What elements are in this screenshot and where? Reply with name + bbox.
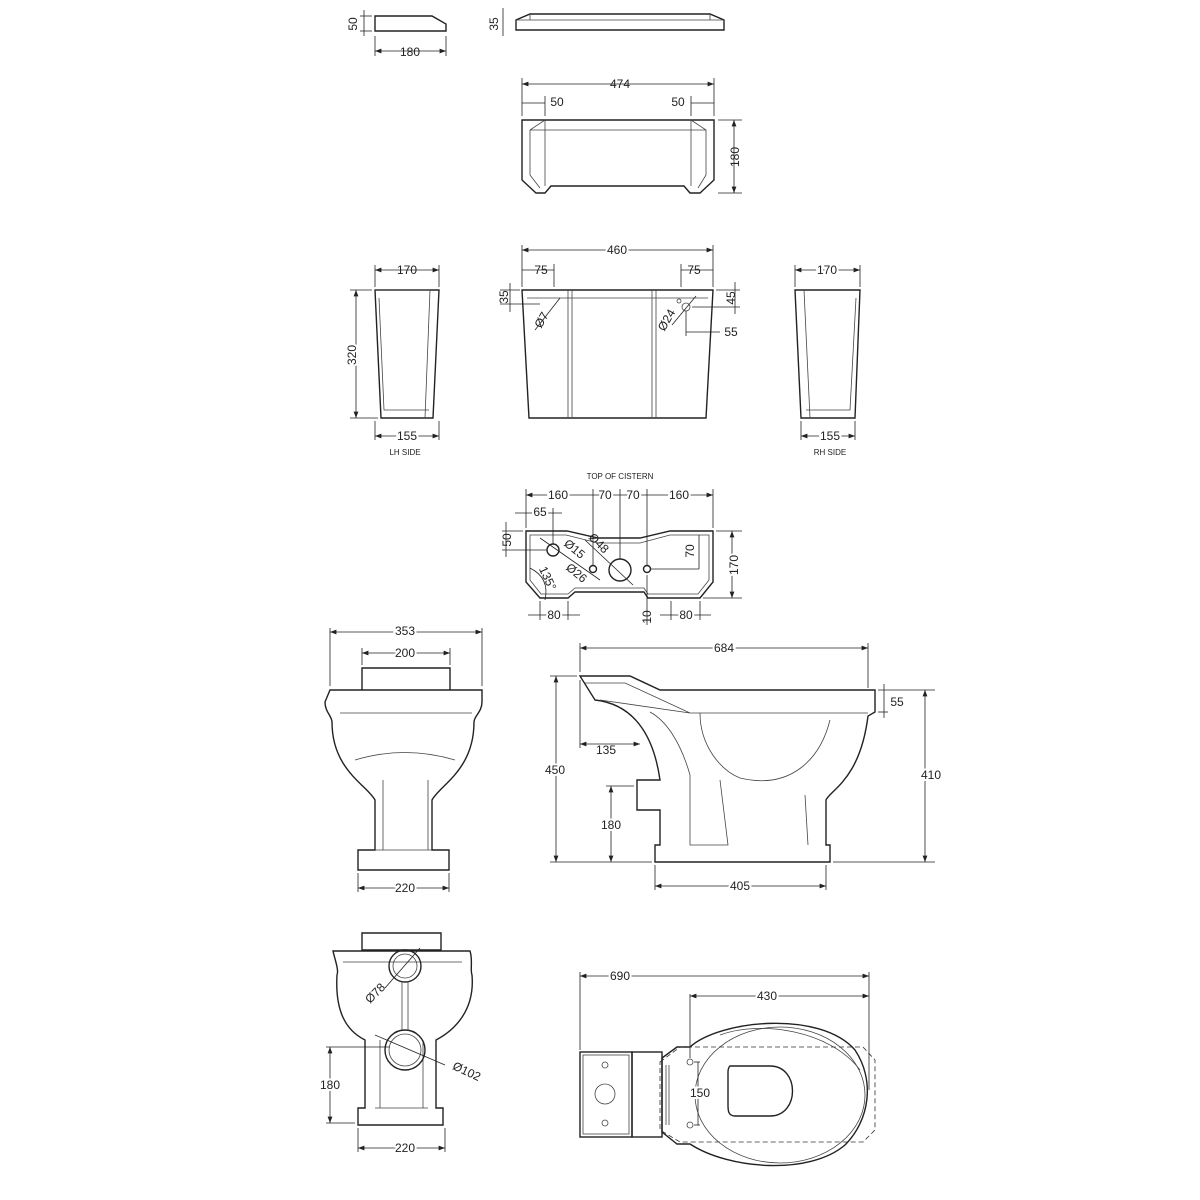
dim-label: Ø78: [362, 980, 388, 1006]
dim-label: 220: [395, 881, 415, 895]
lid-side-view: 50 180: [346, 10, 447, 59]
pan-side-view: 684 55 135 450 410 180 405: [543, 639, 943, 895]
dim-label: 35: [497, 290, 511, 304]
dim-label: 50: [550, 95, 564, 109]
dim-label: Ø48: [586, 530, 612, 556]
dim-label: 200: [395, 646, 415, 660]
dim-label: 155: [397, 429, 417, 443]
cistern-lh-side: 170 320 155 LH SIDE: [343, 263, 440, 457]
dim-label: 10: [640, 610, 654, 624]
dim-label: 180: [400, 45, 420, 59]
pan-front-view: 353 200 220: [324, 622, 483, 897]
dim-label: 405: [730, 879, 750, 893]
dim-label: 80: [679, 608, 693, 622]
dim-label: 450: [545, 763, 565, 777]
pan-back-view: Ø78 Ø102 180 220: [318, 932, 483, 1157]
dim-label: 220: [395, 1141, 415, 1155]
dim-label: 70: [683, 544, 697, 558]
dim-label: 430: [757, 989, 777, 1003]
dim-label: 180: [728, 147, 742, 167]
dim-label: 70: [598, 488, 612, 502]
dim-label: 50: [346, 17, 360, 31]
cistern-front: 460 75 75 35 Ø7 Ø24 45 55: [497, 241, 740, 419]
dim-label: 180: [601, 818, 621, 832]
cistern-top-view: TOP OF CISTERN 160 70 70 160 65 50 Ø15 Ø…: [500, 472, 743, 625]
dim-label: 170: [817, 263, 837, 277]
dim-label: 160: [548, 488, 568, 502]
dim-label: 70: [626, 488, 640, 502]
dim-label: 35: [487, 17, 501, 31]
view-label: LH SIDE: [389, 448, 420, 457]
plan-view: 690 430 150: [579, 967, 876, 1167]
dim-label: 170: [397, 263, 417, 277]
dim-label: 55: [890, 695, 904, 709]
dim-label: 690: [610, 969, 630, 983]
dim-label: 75: [687, 263, 701, 277]
dim-label: 160: [669, 488, 689, 502]
dim-label: 155: [820, 429, 840, 443]
cistern-rh-side: 170 155 RH SIDE: [794, 261, 861, 457]
dim-label: Ø102: [450, 1059, 483, 1084]
dim-label: 150: [690, 1086, 710, 1100]
lid-front-view: 35: [487, 8, 725, 36]
dim-label: 75: [534, 263, 548, 277]
dim-label: 474: [610, 77, 630, 91]
dim-label: Ø24: [655, 306, 679, 333]
dim-label: 80: [547, 608, 561, 622]
dim-label: 684: [714, 641, 734, 655]
dim-label: 55: [724, 325, 738, 339]
dim-label: 180: [320, 1078, 340, 1092]
dim-label: 50: [500, 533, 514, 547]
dim-label: Ø15: [561, 536, 588, 562]
dim-label: 50: [671, 95, 685, 109]
dim-label: 45: [724, 291, 738, 305]
dim-label: 460: [607, 243, 627, 257]
dim-label: 410: [921, 768, 941, 782]
dim-label: 170: [727, 555, 741, 575]
view-label: RH SIDE: [814, 448, 846, 457]
dim-label: 135: [596, 743, 616, 757]
lid-top-view: 474 50 50 180: [521, 77, 742, 194]
dim-label: 135°: [536, 564, 559, 593]
dim-label: Ø26: [563, 560, 590, 586]
view-title: TOP OF CISTERN: [587, 472, 654, 481]
dim-label: 353: [395, 624, 415, 638]
dim-label: 65: [533, 505, 547, 519]
dim-label: 320: [345, 345, 359, 365]
